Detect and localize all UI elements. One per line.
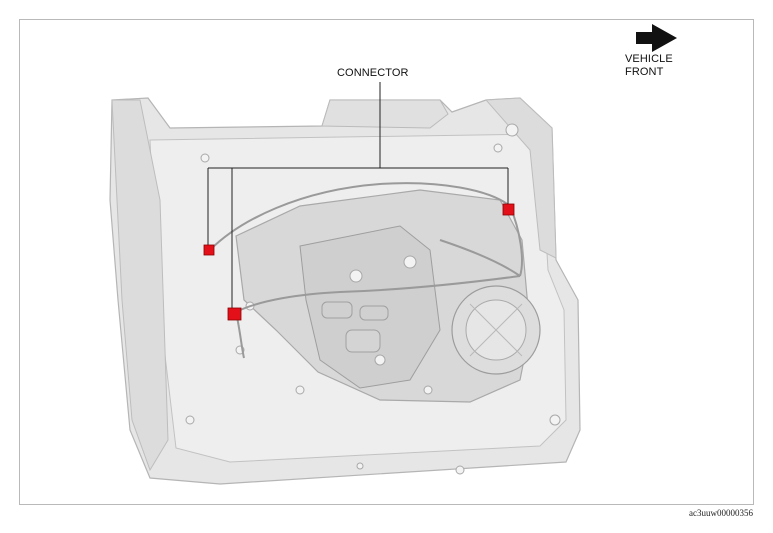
connector-label: CONNECTOR	[337, 67, 409, 79]
figure-code: ac3uuw00000356	[689, 508, 753, 518]
vehicle-front-label-line1: VEHICLE	[625, 53, 673, 65]
lower-pocket-bottom	[345, 329, 381, 353]
window-channel-left	[111, 99, 169, 472]
vehicle-front-label-line2: FRONT	[625, 66, 664, 78]
window-channel-right	[484, 97, 557, 259]
callout-leader-lines	[207, 82, 509, 308]
right-arrow-icon	[636, 24, 677, 52]
lower-pocket-left	[321, 301, 353, 319]
panel-holes	[185, 123, 561, 475]
connector-right	[502, 203, 515, 216]
connector-left-upper	[203, 244, 215, 256]
mirror-mount	[321, 99, 449, 129]
connector-left-lower	[227, 307, 242, 321]
lower-pocket-right	[359, 305, 389, 321]
